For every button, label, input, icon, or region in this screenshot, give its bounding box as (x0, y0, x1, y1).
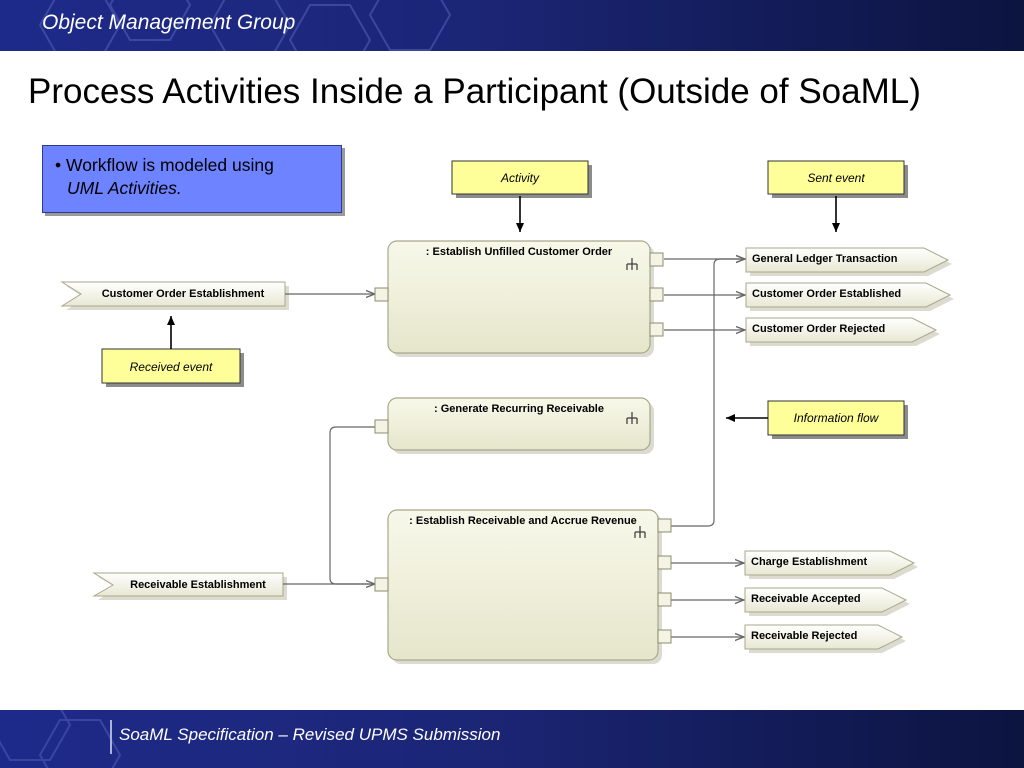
send-signal-receivable-accepted: Receivable Accepted (744, 587, 910, 616)
page-title: Process Activities Inside a Participant … (28, 72, 921, 111)
output-pin (649, 287, 664, 302)
call-behavior-rake-icon (626, 258, 638, 270)
accept-event-receivable-establishment: Receivable Establishment (92, 572, 287, 600)
output-pin (657, 592, 672, 607)
footer-divider (110, 720, 112, 754)
action-establish-receivable-label: : Establish Receivable and Accrue Revenu… (409, 515, 637, 527)
header-bar: Object Management Group (0, 0, 1024, 51)
output-pin (649, 322, 664, 337)
action-pins (374, 252, 672, 644)
action-establish-unfilled-label: : Establish Unfilled Customer Order (426, 246, 613, 258)
accept-event-label: Customer Order Establishment (102, 288, 265, 300)
send-signal-label: Customer Order Established (752, 288, 901, 300)
flow-information-to-ledger (671, 259, 745, 527)
call-behavior-rake-icon (634, 526, 646, 538)
callout-received-event-label: Received event (130, 360, 213, 374)
callout-sent-event: Sent event (767, 160, 908, 198)
send-signal-label: Receivable Rejected (751, 630, 857, 642)
send-signal-label: Customer Order Rejected (752, 323, 885, 335)
send-signal-general-ledger-transaction: General Ledger Transaction (745, 247, 952, 276)
action-generate-recurring-receivable: : Generate Recurring Receivable (387, 397, 654, 454)
send-signal-label: Receivable Accepted (751, 593, 861, 605)
flow-connectors (283, 259, 745, 637)
callout-sent-event-label: Sent event (807, 171, 865, 185)
bullet-text-line1: • Workflow is modeled using (55, 155, 274, 175)
send-signal-customer-order-rejected: Customer Order Rejected (745, 317, 940, 346)
bullet-text-line2: UML Activities. (67, 178, 182, 198)
output-pin (657, 518, 672, 533)
callout-information-flow-label: Information flow (794, 411, 880, 425)
flow-recurring-merge (329, 426, 375, 585)
action-establish-unfilled-customer-order: : Establish Unfilled Customer Order (387, 240, 654, 357)
callout-activity: Activity (451, 160, 592, 198)
hexagon-pattern-decoration (0, 710, 122, 768)
send-signal-customer-order-established: Customer Order Established (745, 282, 954, 311)
footer-text: SoaML Specification – Revised UPMS Submi… (119, 725, 501, 744)
hexagon-pattern-decoration (38, 0, 452, 51)
send-signal-receivable-rejected: Receivable Rejected (744, 624, 906, 653)
output-pin (657, 555, 672, 570)
organization-name: Object Management Group (42, 11, 296, 34)
send-signal-label: Charge Establishment (751, 556, 867, 568)
action-generate-recurring-label: : Generate Recurring Receivable (434, 403, 604, 415)
input-pin (374, 577, 389, 592)
action-establish-receivable-accrue-revenue: : Establish Receivable and Accrue Revenu… (387, 509, 662, 664)
callout-activity-label: Activity (500, 171, 540, 185)
call-behavior-rake-icon (626, 412, 638, 424)
send-signal-charge-establishment: Charge Establishment (744, 550, 918, 579)
input-pin (374, 419, 389, 434)
input-pin (374, 287, 389, 302)
output-pin (657, 629, 672, 644)
send-signal-label: General Ledger Transaction (752, 253, 898, 265)
bullet-note-box: • Workflow is modeled using UML Activiti… (42, 145, 342, 213)
accept-event-label: Receivable Establishment (130, 579, 266, 591)
callout-information-flow: Information flow (767, 400, 908, 439)
footer-bar: SoaML Specification – Revised UPMS Submi… (0, 710, 1024, 768)
accept-event-customer-order-establishment: Customer Order Establishment (60, 281, 289, 310)
callout-received-event: Received event (101, 348, 244, 387)
output-pin (649, 252, 664, 267)
